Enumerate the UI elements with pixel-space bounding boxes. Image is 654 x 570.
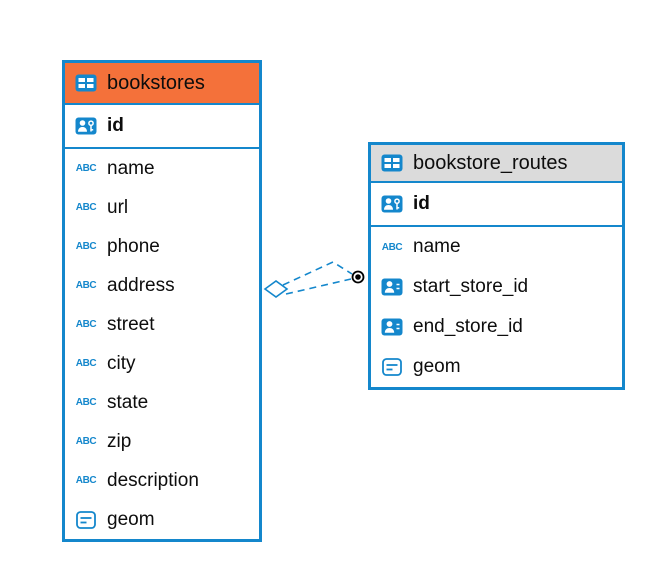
column-name: state [107, 391, 149, 413]
person-key-icon [379, 195, 405, 213]
column-row[interactable]: ABC street [65, 305, 259, 344]
column-row[interactable]: ABC address [65, 266, 259, 305]
pk-row[interactable]: id [371, 183, 622, 227]
pk-column-name: id [107, 115, 124, 136]
column-row[interactable]: geom [371, 347, 622, 387]
abc-icon: ABC [75, 358, 97, 369]
abc-icon: ABC [75, 436, 97, 447]
pk-row[interactable]: id [65, 105, 259, 149]
column-row[interactable]: geom [65, 500, 259, 539]
column-name: street [107, 313, 155, 335]
abc-icon: ABC [75, 397, 97, 408]
geometry-icon [379, 358, 405, 376]
abc-icon: ABC [75, 319, 97, 330]
diamond-marker [263, 280, 289, 298]
column-row[interactable]: ABC phone [65, 227, 259, 266]
table-icon [379, 154, 405, 172]
column-name: geom [413, 356, 461, 377]
abc-icon: ABC [75, 475, 97, 486]
table-bookstore-routes[interactable]: bookstore_routes id ABC name start_store… [368, 142, 625, 390]
table-name: bookstores [107, 71, 205, 94]
column-row[interactable]: ABC name [65, 149, 259, 188]
abc-icon: ABC [75, 241, 97, 252]
column-name: name [413, 236, 461, 257]
abc-icon: ABC [381, 241, 403, 253]
column-name: address [107, 274, 175, 296]
table-name: bookstore_routes [413, 151, 568, 174]
column-row[interactable]: ABC url [65, 188, 259, 227]
geometry-icon [73, 511, 99, 529]
person-key-icon [73, 117, 99, 135]
table-header[interactable]: bookstores [65, 63, 259, 105]
column-name: description [107, 469, 199, 491]
table-header[interactable]: bookstore_routes [371, 145, 622, 183]
column-row[interactable]: ABC city [65, 344, 259, 383]
column-row[interactable]: end_store_id [371, 307, 622, 347]
column-row[interactable]: start_store_id [371, 267, 622, 307]
column-row[interactable]: ABC name [371, 227, 622, 267]
table-bookstores[interactable]: bookstores id ABC name ABC url ABC phone… [62, 60, 262, 542]
pk-column-name: id [413, 193, 430, 214]
column-row[interactable]: ABC state [65, 383, 259, 422]
abc-icon: ABC [75, 280, 97, 291]
column-name: geom [107, 508, 155, 530]
person-icon [379, 318, 405, 336]
column-name: start_store_id [413, 276, 529, 297]
column-name: city [107, 352, 136, 374]
abc-icon: ABC [75, 202, 97, 213]
column-row[interactable]: ABC description [65, 461, 259, 500]
column-name: zip [107, 430, 132, 452]
column-row[interactable]: ABC zip [65, 422, 259, 461]
person-icon [379, 278, 405, 296]
column-name: end_store_id [413, 316, 523, 337]
column-name: phone [107, 235, 160, 257]
column-name: url [107, 196, 129, 218]
column-name: name [107, 157, 155, 179]
abc-icon: ABC [75, 163, 97, 174]
table-icon [73, 74, 99, 92]
relationship-link[interactable] [263, 261, 365, 298]
